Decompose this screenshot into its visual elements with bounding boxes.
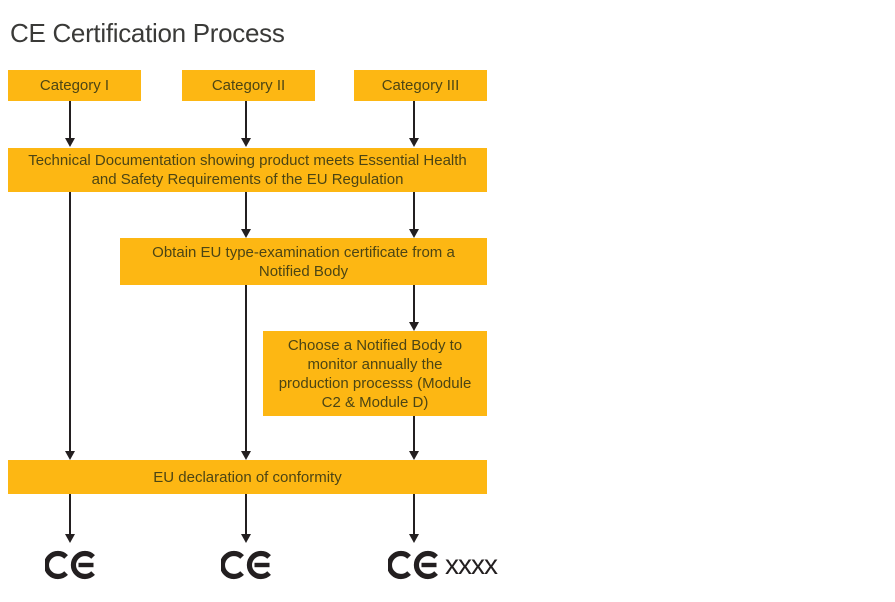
ce-mark-category-2 xyxy=(221,548,278,582)
technical-documentation-label: Technical Documentation showing product … xyxy=(28,152,467,188)
ce-mark-category-1 xyxy=(45,548,102,582)
connector-line xyxy=(413,494,415,534)
arrow-down-icon xyxy=(409,534,419,543)
category-3-box: Category III xyxy=(354,70,487,101)
declaration-label: EU declaration of conformity xyxy=(153,468,342,486)
page-title: CE Certification Process xyxy=(10,18,285,48)
ce-mark-category-3: xxxx xyxy=(388,548,498,582)
connector-line xyxy=(245,101,247,138)
connector-line xyxy=(413,285,415,322)
type-examination-label: Obtain EU type-examination certificate f… xyxy=(152,243,455,280)
arrow-down-icon xyxy=(241,534,251,543)
connector-line xyxy=(245,285,247,451)
arrow-down-icon xyxy=(409,229,419,238)
technical-documentation-box: Technical Documentation showing product … xyxy=(8,148,487,192)
notified-body-monitoring-label: Choose a Notified Body to monitor annual… xyxy=(278,336,472,411)
arrow-down-icon xyxy=(409,138,419,147)
category-2-label: Category II xyxy=(211,77,286,94)
arrow-down-icon xyxy=(65,534,75,543)
connector-line xyxy=(413,101,415,138)
category-1-box: Category I xyxy=(8,70,141,101)
ce-notified-body-number: xxxx xyxy=(445,549,498,580)
connector-line xyxy=(245,494,247,534)
type-examination-box: Obtain EU type-examination certificate f… xyxy=(120,238,487,285)
category-2-box: Category II xyxy=(182,70,315,101)
connector-line xyxy=(69,101,71,138)
connector-line xyxy=(245,192,247,229)
notified-body-monitoring-box: Choose a Notified Body to monitor annual… xyxy=(263,331,487,416)
connector-line xyxy=(69,192,71,451)
category-3-label: Category III xyxy=(381,77,460,94)
declaration-box: EU declaration of conformity xyxy=(8,460,487,494)
category-1-label: Category I xyxy=(39,77,110,94)
ce-mark-icon xyxy=(221,550,271,580)
arrow-down-icon xyxy=(241,229,251,238)
connector-line xyxy=(413,192,415,229)
connector-line xyxy=(69,494,71,534)
arrow-down-icon xyxy=(65,451,75,460)
arrow-down-icon xyxy=(409,322,419,331)
arrow-down-icon xyxy=(409,451,419,460)
ce-mark-icon xyxy=(45,550,95,580)
arrow-down-icon xyxy=(241,138,251,147)
ce-mark-icon xyxy=(388,550,438,580)
arrow-down-icon xyxy=(65,138,75,147)
connector-line xyxy=(413,416,415,451)
arrow-down-icon xyxy=(241,451,251,460)
